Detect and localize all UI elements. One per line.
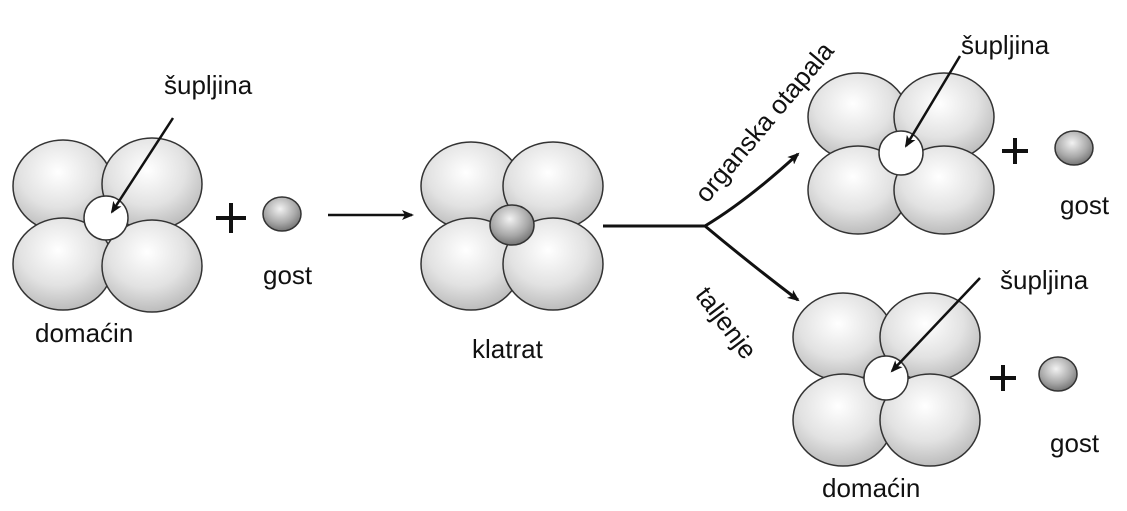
cavity-pointer-left [110,117,175,214]
guest-bottom-right [1038,356,1078,392]
branch-arrow-bottom [704,224,800,302]
clathrate [420,141,604,311]
label-clathrate: klatrat [472,334,543,364]
label-host-left: domaćin [35,318,134,348]
label-cavity-top-right: šupljina [961,30,1050,60]
branch-arrow-top [704,152,800,228]
label-guest-top-right: gost [1060,190,1110,220]
guest-top-right [1054,130,1094,166]
host-top-right [807,55,995,235]
host-bottom-right [792,277,981,467]
guest-left [262,196,302,232]
label-guest-left: gost [263,260,313,290]
cavity-pointer-bottom-right [890,277,981,373]
label-guest-bottom-right: gost [1050,428,1100,458]
label-cavity-bottom-right: šupljina [1000,265,1089,295]
cavity-top-right [878,130,924,176]
plus-left [216,203,246,233]
host-left [12,117,203,313]
plus-top-right [1002,138,1028,164]
guest-in-cavity [489,204,535,246]
label-host-bottom-right: domaćin [822,473,921,503]
cavity-left [83,195,129,241]
cavity-pointer-top-right [904,55,962,148]
plus-bottom-right [990,365,1016,391]
label-cavity-left: šupljina [164,70,253,100]
